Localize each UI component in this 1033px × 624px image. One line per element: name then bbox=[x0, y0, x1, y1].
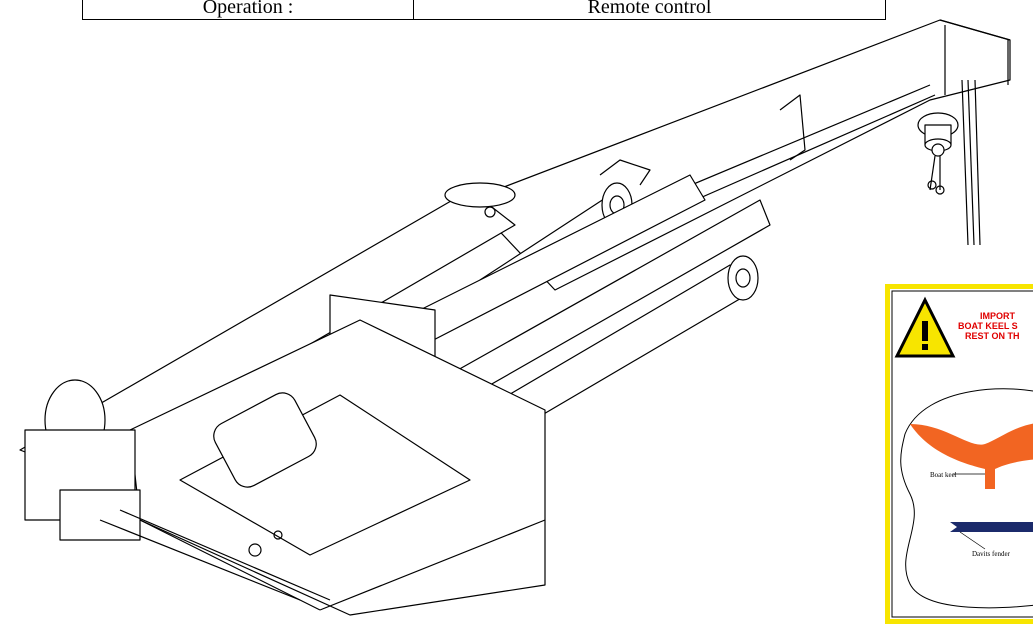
warning-line-1: BOAT KEEL S bbox=[958, 321, 1018, 331]
spec-table: Operation : Remote control bbox=[82, 0, 886, 20]
warning-sign: IMPORT BOAT KEEL S REST ON TH Boat keel … bbox=[885, 284, 1033, 624]
operation-value: Remote control bbox=[413, 0, 886, 20]
warning-line-2: REST ON TH bbox=[965, 331, 1020, 341]
warning-heading: IMPORT bbox=[980, 311, 1016, 321]
boat-keel-icon bbox=[910, 423, 1033, 489]
lower-roller bbox=[499, 255, 759, 426]
hook-assembly bbox=[917, 79, 981, 246]
fender-icon bbox=[950, 522, 1033, 532]
boat-keel-label: Boat keel bbox=[930, 471, 957, 479]
base-frame bbox=[19, 182, 546, 616]
operation-label: Operation : bbox=[82, 0, 414, 20]
warning-triangle-icon bbox=[894, 296, 956, 358]
fender-label: Davits fender bbox=[972, 550, 1011, 558]
